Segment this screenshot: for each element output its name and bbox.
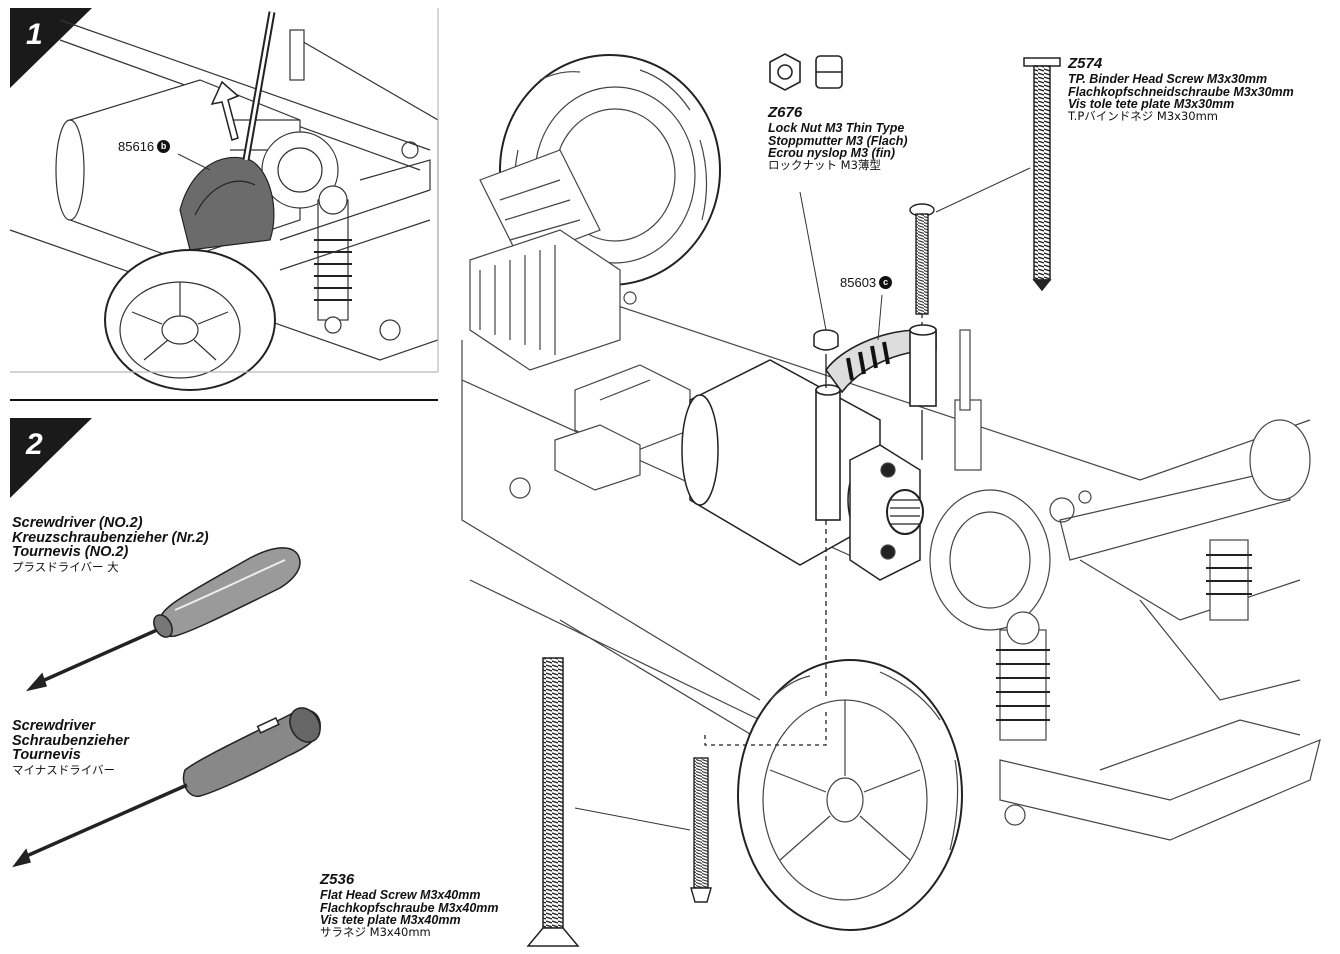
tool-name-de: Schraubenzieher (12, 732, 129, 749)
part-code: Z574 (1068, 55, 1103, 72)
tool-name-fr: Tournevis (12, 747, 81, 763)
car-chassis (461, 54, 1321, 931)
lock-nut-placed (813, 329, 839, 351)
tool-name-fr: Tournevis (NO.2) (12, 544, 129, 560)
wheel (104, 249, 276, 391)
part-name-de: Stoppmutter M3 (Flach) (768, 133, 908, 148)
tool-name-jp: マイナスドライバー (12, 762, 116, 777)
label-z536: Z536 Flat Head Screw M3x40mm Flachkopfsc… (320, 872, 499, 938)
motor-cover-part (179, 156, 275, 251)
removal-arrow (210, 80, 240, 141)
part-ref-badge: c (879, 276, 893, 289)
heatsink (469, 229, 621, 371)
leader-lines (177, 153, 1031, 831)
binder-screw-icon (1023, 57, 1061, 292)
flat-screw-placed (690, 757, 712, 903)
part-name-en: Lock Nut M3 Thin Type (768, 121, 905, 135)
front-shock-right (1206, 539, 1252, 621)
label-z676: Z676 Lock Nut M3 Thin Type Stoppmutter M… (768, 105, 908, 171)
part-ref-number: 85603 (840, 275, 877, 290)
part-ref-badge: b (157, 140, 171, 153)
tool-label-flat: Screwdriver Schraubenzieher Tournevis マイ… (12, 719, 129, 776)
step-1-number: 1 (26, 18, 43, 51)
tool-label-phillips: Screwdriver (NO.2) Kreuzschraubenzieher … (12, 516, 209, 573)
part-ref-85603: 85603 c (840, 275, 893, 290)
part-name-jp: T.Pバインドネジ M3x30mm (1068, 108, 1218, 123)
tool-name-en: Screwdriver (12, 718, 96, 734)
part-name-en: Flat Head Screw M3x40mm (320, 888, 481, 902)
binder-screw-placed (909, 203, 935, 315)
part-name-fr: Vis tole tete plate M3x30mm (1068, 97, 1235, 111)
part-ref-number: 85616 (118, 139, 155, 154)
label-z574: Z574 TP. Binder Head Screw M3x30mm Flach… (1068, 56, 1294, 122)
tool-name-jp: プラスドライバー 大 (12, 559, 119, 574)
front-shock-left (996, 611, 1050, 741)
tool-name-de: Kreuzschraubenzieher (Nr.2) (12, 529, 209, 546)
part-name-jp: サラネジ M3x40mm (320, 924, 431, 939)
part-code: Z536 (320, 871, 355, 888)
part-name-fr: Ecrou nyslop M3 (fin) (768, 146, 896, 160)
lock-nut-icon (769, 53, 843, 91)
part-code: Z676 (768, 104, 803, 121)
part-ref-85616: 85616 b (118, 139, 171, 154)
motor-mount (849, 444, 924, 581)
part-name-de: Flachkopfschneidschraube M3x30mm (1068, 84, 1294, 99)
flat-screw-icon (526, 657, 580, 947)
front-wheel (737, 659, 963, 931)
step-1-marker (10, 8, 92, 88)
step-2-number: 2 (26, 428, 43, 461)
flat-screwdriver (12, 707, 321, 868)
step-2-marker (10, 418, 92, 498)
tool-name-en: Screwdriver (NO.2) (12, 515, 143, 531)
phillips-screwdriver (25, 547, 301, 692)
step-1-illustration (9, 8, 439, 391)
shock-absorber (314, 185, 352, 334)
part-name-en: TP. Binder Head Screw M3x30mm (1068, 72, 1268, 86)
part-name-jp: ロックナット M3薄型 (768, 157, 881, 172)
part-name-de: Flachkopfschraube M3x40mm (320, 900, 499, 915)
part-name-fr: Vis tete plate M3x40mm (320, 913, 461, 927)
esc-unit (554, 364, 691, 491)
motor-cover-bracket (815, 324, 937, 521)
